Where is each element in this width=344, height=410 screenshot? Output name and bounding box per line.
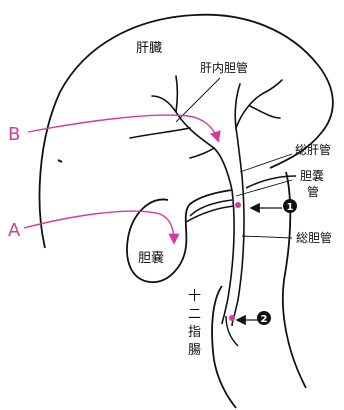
marker-1-number: 1 bbox=[287, 202, 294, 213]
label-duodenum-char-2: 二 bbox=[188, 307, 201, 322]
liver-small-mark bbox=[58, 160, 62, 162]
arrow-a bbox=[24, 211, 174, 242]
common-bile-duct-left bbox=[222, 190, 234, 324]
letter-a: A bbox=[8, 220, 21, 241]
label-common-bile-duct: 総胆管 bbox=[296, 230, 332, 245]
gallbladder-inner-line bbox=[190, 200, 232, 216]
label-duodenum-char-1: 十 bbox=[188, 289, 201, 304]
label-duodenum-char-3: 指 bbox=[188, 325, 201, 340]
label-cystic-duct-line1: 胆嚢 bbox=[300, 168, 324, 183]
label-cystic-duct-line2: 管 bbox=[307, 184, 319, 199]
letter-b: B bbox=[8, 124, 20, 145]
label-gallbladder: 胆嚢 bbox=[138, 250, 164, 266]
label-duodenum-char-4: 腸 bbox=[188, 343, 201, 358]
marker-2-number: 2 bbox=[261, 314, 268, 325]
label-common-hepatic-duct: 総肝管 bbox=[295, 142, 331, 157]
common-hepatic-duct-right bbox=[236, 128, 242, 176]
label-liver: 肝臓 bbox=[136, 41, 162, 56]
label-intrahepatic-duct: 肝内胆管 bbox=[200, 60, 248, 75]
common-hepatic-duct-left bbox=[214, 148, 232, 190]
site-dot-1 bbox=[235, 202, 241, 208]
gallbladder-outline bbox=[127, 190, 232, 282]
intrahepatic-duct-tree bbox=[130, 76, 282, 158]
duodenum-outline bbox=[212, 286, 236, 408]
site-dot-2 bbox=[229, 315, 235, 321]
